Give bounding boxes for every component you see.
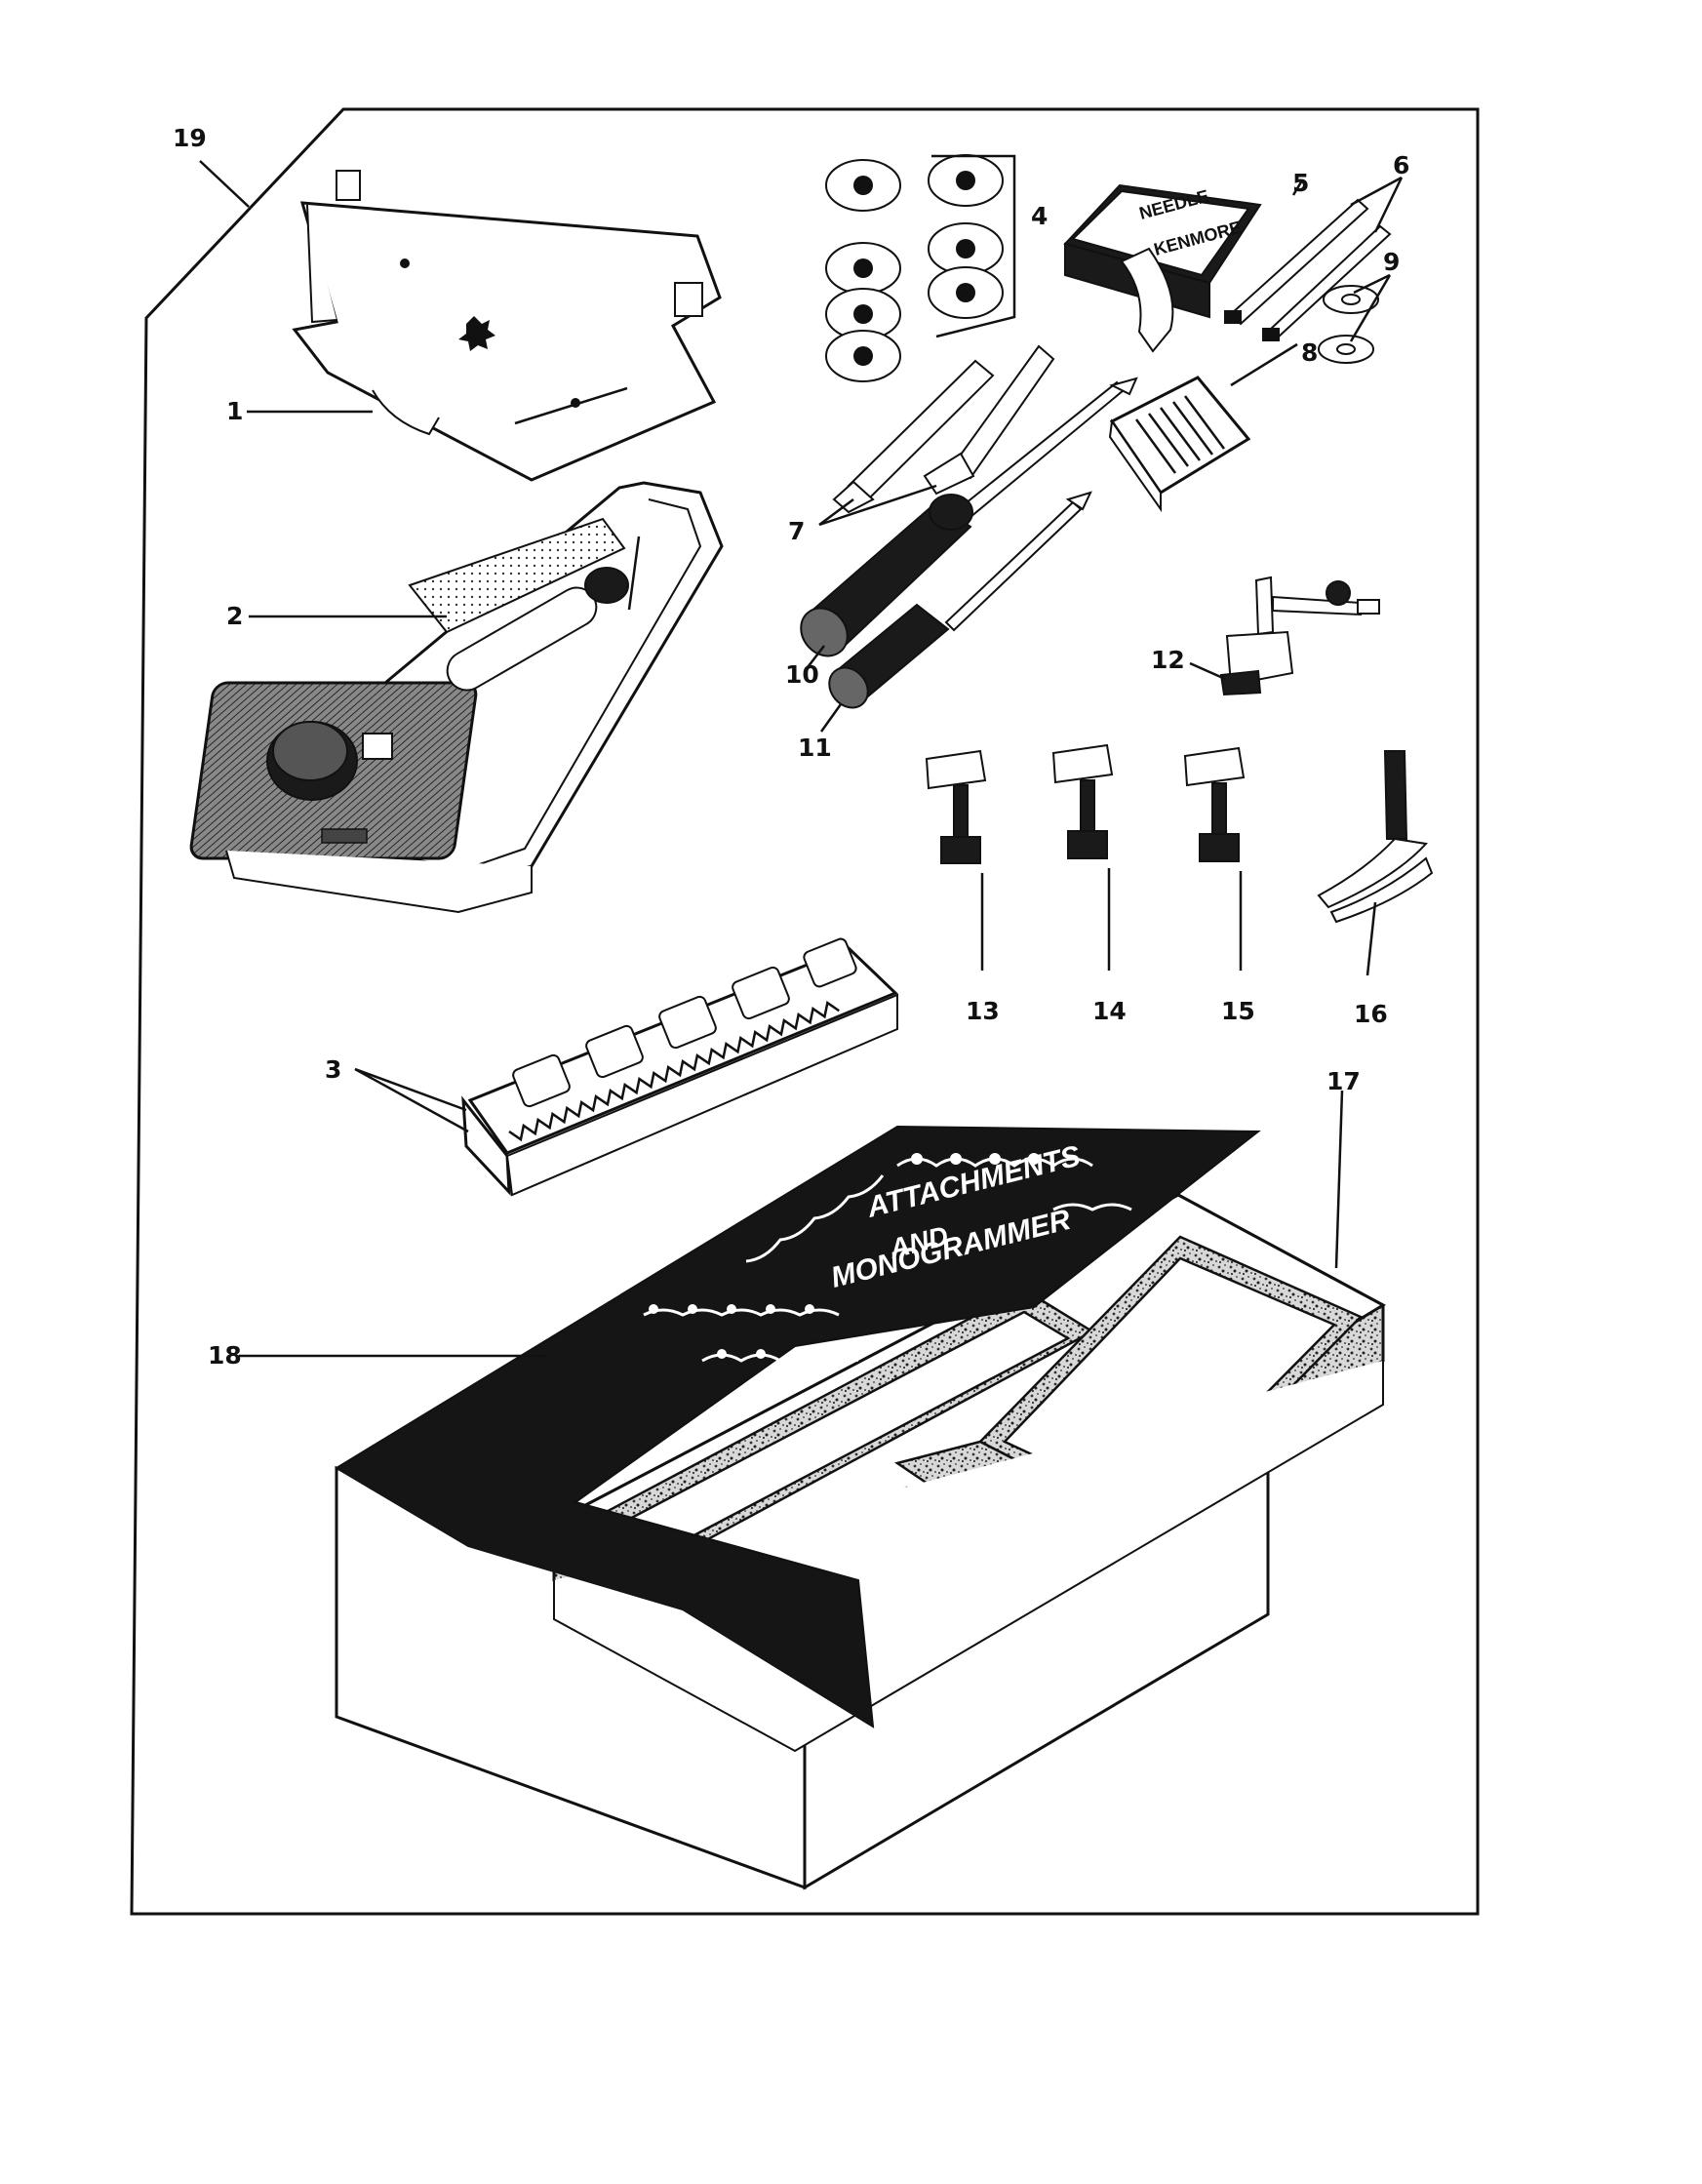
callout-18: 18 [208,1341,242,1370]
callout-13: 13 [966,997,1000,1025]
callout-14: 14 [1092,997,1127,1025]
callout-17: 17 [1326,1067,1361,1095]
leader-lines [199,160,1404,1358]
callout-numbers: 19 1 2 3 4 5 6 9 7 8 10 11 12 13 14 15 1… [173,124,1409,1370]
callout-10: 10 [785,660,819,689]
part-16-straight-foot [1317,750,1434,924]
part-9-felt-washers [1318,285,1379,364]
part-11-screwdriver-small [828,491,1092,709]
callout-4: 4 [1031,202,1048,230]
part-14-presser-foot [1051,743,1114,859]
part-10-screwdriver-large [800,377,1138,657]
callout-2: 2 [226,602,243,630]
part-15-presser-foot [1183,746,1246,862]
callout-16: 16 [1354,1000,1388,1028]
callout-1: 1 [226,397,243,425]
callout-11: 11 [798,734,832,762]
part-4-bobbins [825,154,1016,382]
callout-19: 19 [173,124,207,152]
callout-6: 6 [1393,151,1409,179]
callout-8: 8 [1301,338,1318,367]
callout-3: 3 [325,1055,341,1084]
callout-9: 9 [1383,248,1400,276]
callout-7: 7 [788,517,805,545]
part-1-slide-plate [292,170,722,482]
part-5-needle-pack: NEEDLE KENMORE [1063,183,1262,353]
callout-5: 5 [1292,169,1309,197]
frame-outline [130,107,1480,1916]
part-3-templates [461,937,898,1197]
part-7-seam-rippers [832,344,1055,514]
callout-15: 15 [1221,997,1255,1025]
callout-12: 12 [1151,646,1185,674]
part-18-instruction-book: ATTACHMENTS AND MONOGRAMMER [335,1125,1261,1728]
part-12-zipper-foot [1219,576,1380,696]
part-2-buttonholer [189,481,724,914]
part-8-needle-case [1108,376,1251,513]
part-13-presser-foot [925,749,987,864]
part-6-spool-pins [1224,198,1392,341]
